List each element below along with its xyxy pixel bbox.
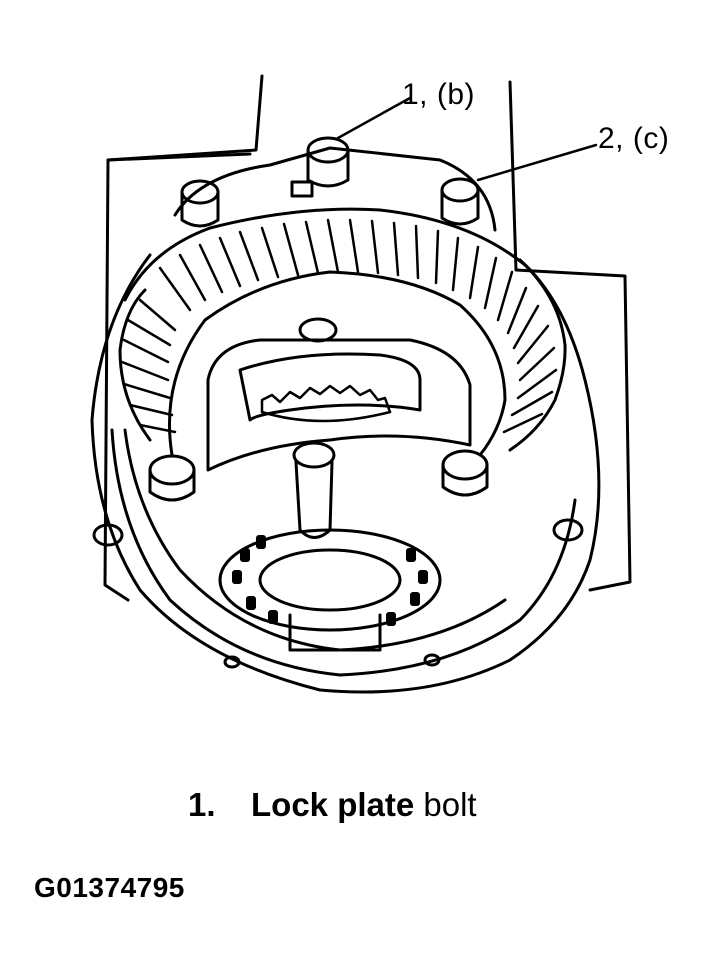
- bolt-right-lower: [441, 449, 489, 497]
- flange-bolts: [92, 518, 584, 669]
- leader-line-1: [336, 96, 412, 140]
- callout-label-2: 2, (c): [598, 122, 670, 155]
- side-gear-teeth: [260, 384, 392, 423]
- bearing-adjuster: [218, 528, 442, 652]
- legend: 1. Lock plate bolt: [188, 786, 477, 824]
- leader-line-2: [476, 143, 598, 182]
- mounting-plate: [103, 74, 632, 602]
- differential-case: [206, 317, 472, 472]
- figure-id: G01374795: [34, 872, 185, 903]
- case-bolt-top: [298, 317, 338, 343]
- legend-text-bold: Lock plate: [251, 786, 415, 823]
- legend-number: 1.: [188, 786, 216, 823]
- legend-text-regular: bolt: [423, 786, 477, 823]
- bolt-center-pin: [292, 441, 336, 539]
- bolt-left-top: [180, 179, 220, 228]
- ring-gear: [118, 207, 567, 457]
- lock-plate: [290, 180, 314, 198]
- lock-plate-bolt-top: [306, 136, 350, 188]
- carrier-housing: [90, 146, 601, 694]
- ring-gear-teeth: [120, 218, 558, 434]
- top-bolts: [180, 136, 480, 228]
- bolt-right-top: [440, 177, 480, 226]
- callout-label-1: 1, (b): [402, 78, 476, 111]
- leader-lines: [336, 96, 598, 182]
- case-bolts: [148, 441, 489, 539]
- bolt-left-lower: [148, 454, 196, 502]
